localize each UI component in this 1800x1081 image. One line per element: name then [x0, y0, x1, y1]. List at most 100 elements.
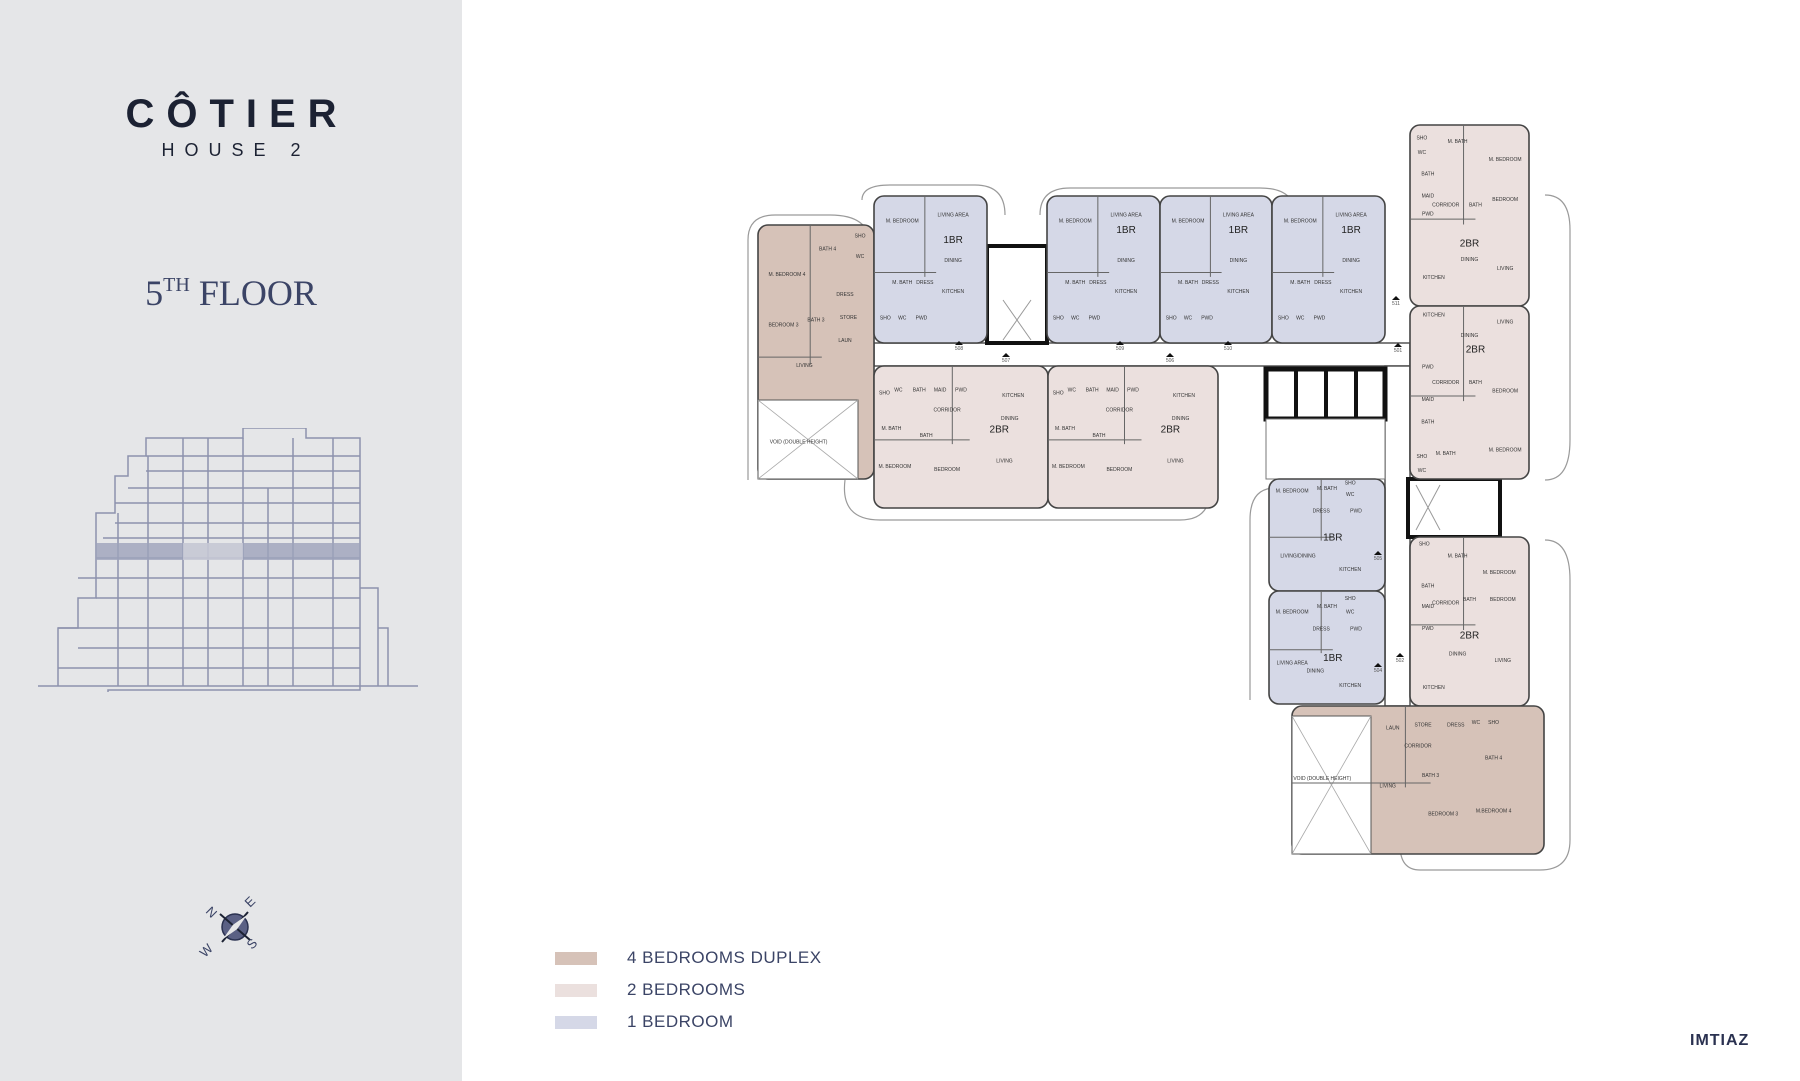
internal-wall [758, 225, 822, 365]
room-label: PWD [916, 315, 928, 321]
room-label: SHO [1278, 315, 1289, 321]
entrance-arrow-icon [1394, 343, 1402, 347]
unit-type-label: 2BR [1460, 630, 1479, 641]
legend-item-2br: 2 BEDROOMS [555, 980, 745, 1000]
room-label: KITCHEN [1339, 567, 1361, 573]
room-label: BEDROOM [1492, 197, 1518, 203]
unit-area [1271, 195, 1386, 344]
room-label: KITCHEN [1227, 289, 1249, 295]
room-label: PWD [1127, 388, 1139, 394]
internal-wall [1160, 196, 1222, 277]
internal-wall [1269, 479, 1333, 541]
room-label: BATH [920, 433, 933, 439]
floor-suffix: TH [163, 274, 190, 296]
room-label: LIVING [1380, 783, 1397, 789]
room-label: SHO [855, 234, 866, 240]
room-label: WC [898, 315, 907, 321]
room-label: M. BATH [892, 280, 912, 286]
room-label: CORRIDOR [1404, 743, 1432, 749]
door-number: 505 [1374, 556, 1383, 562]
room-label: M. BEDROOM [1483, 570, 1516, 576]
room-label: PWD [955, 388, 967, 394]
room-label: BATH [1093, 433, 1106, 439]
room-label: KITCHEN [1115, 289, 1137, 295]
room-label: KITCHEN [1423, 275, 1445, 281]
room-label: DINING [1001, 416, 1019, 422]
room-label: STORE [1414, 723, 1432, 729]
unit-type-label: 2BR [1161, 425, 1180, 436]
room-label: LIVING AREA [938, 213, 970, 219]
room-label: CORRIDOR [1432, 380, 1460, 386]
room-label: LIVING [1167, 459, 1184, 465]
room-label: BEDROOM 3 [769, 323, 799, 329]
room-label: CORRIDOR [933, 407, 961, 413]
room-label: BATH [1086, 388, 1099, 394]
room-label: WC [1184, 315, 1193, 321]
entrance-arrow-icon [1166, 353, 1174, 357]
room-label: SHO [1345, 481, 1356, 487]
room-label: PWD [1422, 626, 1434, 632]
room-label: LIVING AREA [1223, 213, 1255, 219]
legend-swatch [555, 983, 597, 997]
room-label: PWD [1350, 627, 1362, 633]
door-number: 511 [1392, 301, 1400, 307]
room-label: BATH [1421, 172, 1434, 178]
room-label: M. BEDROOM [1059, 218, 1092, 224]
legend-swatch [555, 1015, 597, 1029]
internal-wall [1292, 706, 1431, 788]
room-label: PWD [1201, 315, 1213, 321]
entrance-arrow-icon [1374, 663, 1382, 667]
legend-item-duplex: 4 BEDROOMS DUPLEX [555, 948, 822, 968]
room-label: M. BATH [1317, 604, 1337, 610]
room-label: DRESS [1313, 627, 1331, 633]
internal-wall [1410, 537, 1476, 630]
room-label: MAID [1422, 604, 1435, 610]
room-label: SHO [1419, 541, 1430, 547]
room-label: BEDROOM 3 [1428, 812, 1458, 818]
room-label: KITCHEN [1423, 312, 1445, 318]
room-label: SHO [1053, 315, 1064, 321]
room-label: M. BEDROOM [886, 218, 919, 224]
room-label: M. BEDROOM 4 [769, 272, 806, 278]
void-cross [1291, 715, 1372, 855]
room-label: M. BEDROOM [1052, 464, 1085, 470]
floor-label: FLOOR [198, 273, 317, 313]
room-label: M. BATH [1290, 280, 1310, 286]
room-label: M. BEDROOM [1489, 447, 1522, 453]
room-label: BEDROOM [934, 467, 960, 473]
building-elevation [38, 428, 418, 692]
internal-wall [1048, 366, 1142, 445]
room-label: PWD [1350, 509, 1362, 515]
legend-label: 2 BEDROOMS [627, 980, 746, 999]
room-label: DRESS [1089, 280, 1107, 286]
room-label: LIVING [796, 363, 813, 369]
room-label: M. BATH [1055, 426, 1075, 432]
internal-wall [1269, 591, 1333, 654]
internal-wall [1272, 196, 1335, 277]
room-label: BEDROOM [1492, 389, 1518, 395]
unit-area [1268, 590, 1386, 705]
door-number: 501 [1394, 348, 1403, 354]
room-label: M. BATH [1448, 553, 1468, 559]
room-label: KITCHEN [1339, 683, 1361, 689]
room-label: CORRIDOR [1432, 202, 1460, 208]
room-label: MAID [1422, 397, 1435, 403]
room-label: M. BEDROOM [1172, 218, 1205, 224]
room-label: PWD [1089, 315, 1101, 321]
room-label: KITCHEN [1002, 393, 1024, 399]
internal-wall [1410, 306, 1476, 402]
room-label: WC [894, 388, 903, 394]
